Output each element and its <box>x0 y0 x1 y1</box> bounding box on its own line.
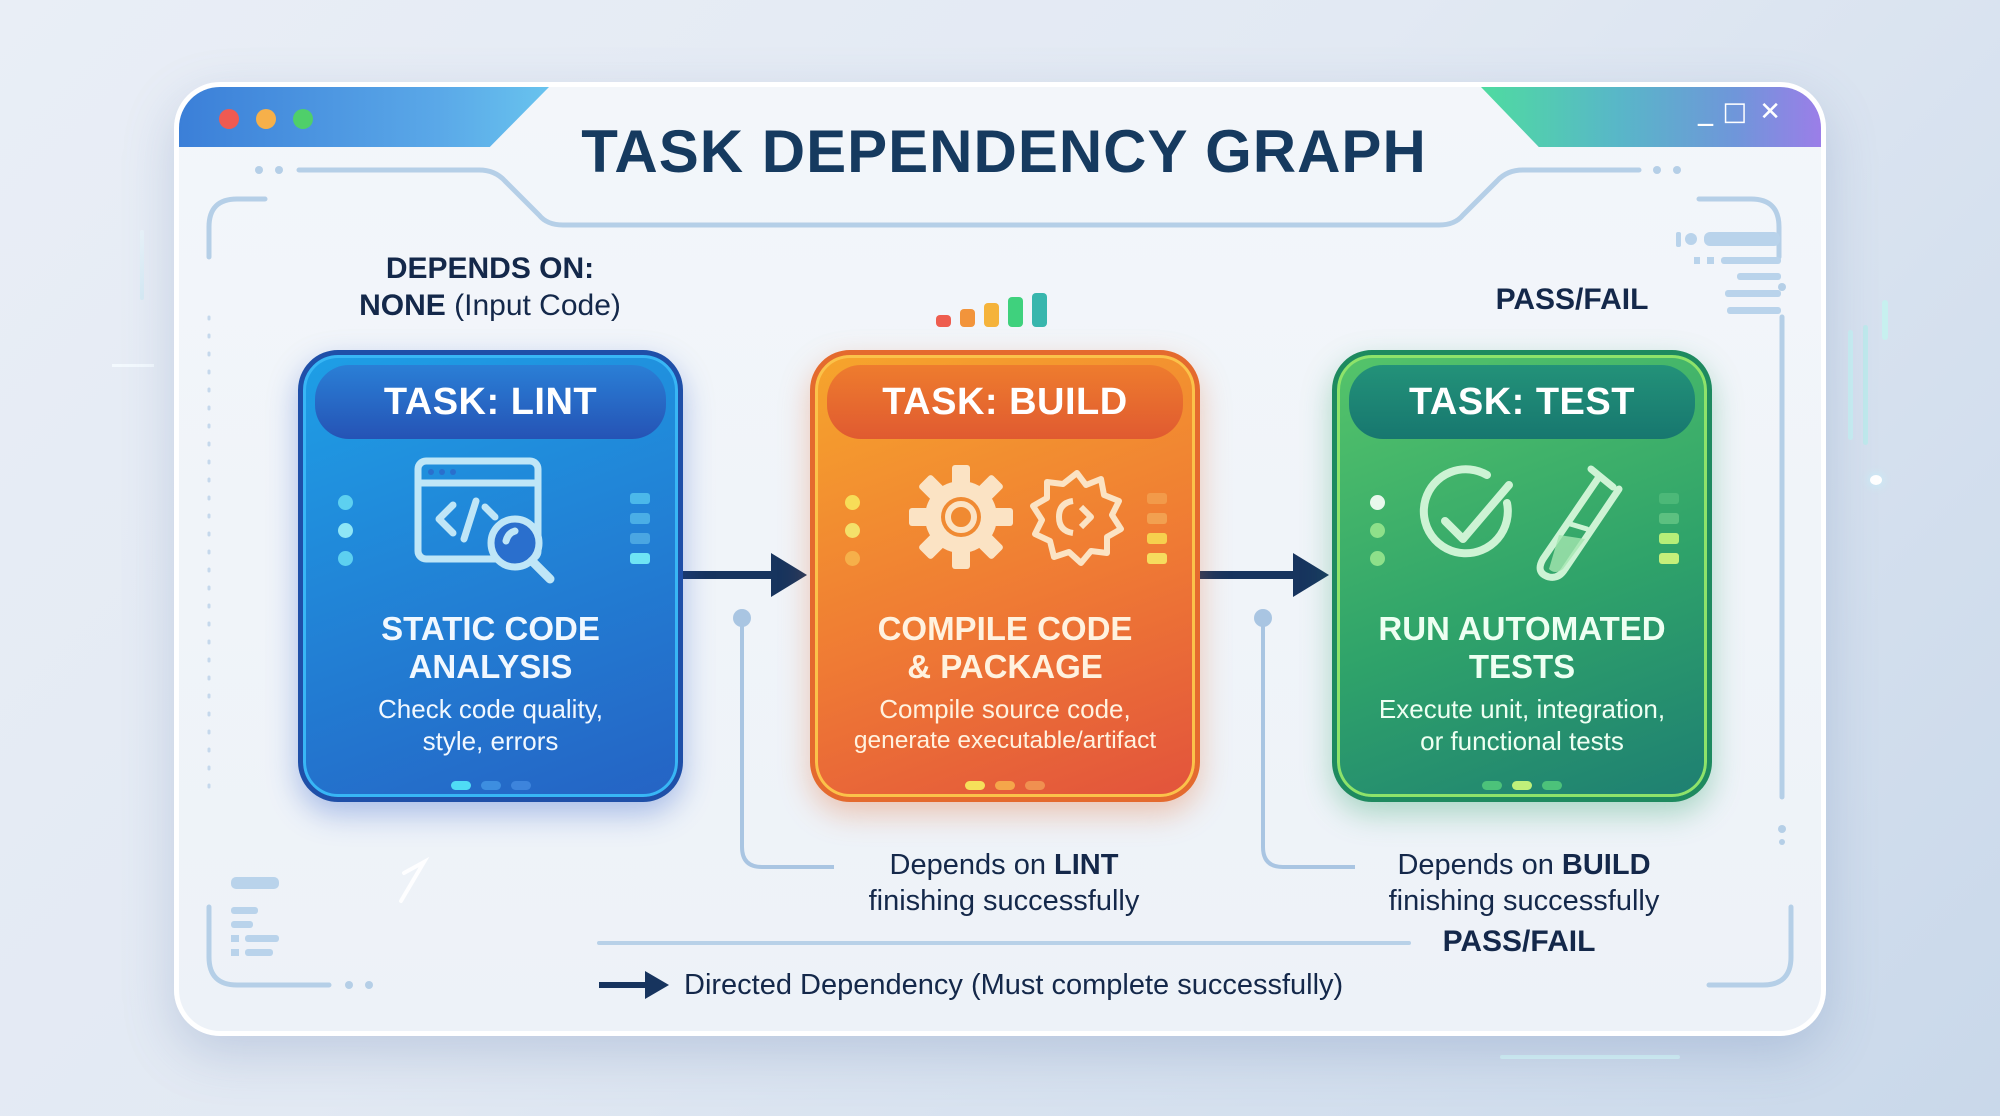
title-plate: TASK DEPENDENCY GRAPH <box>524 87 1484 211</box>
arrow-head-1 <box>771 553 807 597</box>
dependency-connectors <box>599 553 1355 999</box>
bg-decoration-right-glow <box>1870 475 1882 485</box>
arrow-build-to-test <box>1200 553 1329 597</box>
task-card-test[interactable]: TASK: TEST RUN AUTOMATED <box>1332 350 1712 802</box>
side-bars <box>1659 493 1679 573</box>
card-pager <box>1337 775 1707 794</box>
side-dots <box>845 495 860 579</box>
legend-label: Directed Dependency (Must complete succe… <box>684 969 1344 1001</box>
status-bar-3 <box>984 303 999 327</box>
bg-decoration-right-streak-3 <box>1848 330 1853 440</box>
bg-decoration-bottom-line <box>1500 1055 1680 1059</box>
pass-fail-bottom-label: PASS/FAIL <box>1442 925 1596 958</box>
status-bar-1 <box>936 315 951 327</box>
task-card-description: Execute unit, integration, or functional… <box>1378 694 1666 756</box>
connector-test <box>1261 618 1355 869</box>
test-tube-icon <box>1536 465 1623 581</box>
status-bar-4 <box>1008 297 1023 327</box>
legend-arrow-icon <box>599 971 669 999</box>
task-card-description: Compile source code, generate executable… <box>853 694 1157 754</box>
task-card-description: Check code quality, style, errors <box>378 694 603 756</box>
bg-decoration-right-streak-2 <box>1863 325 1868 445</box>
status-bar-2 <box>960 309 975 327</box>
status-bars <box>936 287 1076 327</box>
dependency-task-lint: LINT <box>1054 849 1119 881</box>
side-dots <box>1370 495 1385 579</box>
task-card-heading: COMPILE CODE & PACKAGE <box>877 610 1133 685</box>
list-decoration-left <box>231 877 279 956</box>
titlebar-left-accent <box>179 87 549 147</box>
pass-fail-top-label: PASS/FAIL <box>1495 283 1649 316</box>
depends-on-value: NONE (Input Code) <box>255 289 725 323</box>
app-window: _ □ ✕ <box>174 82 1826 1036</box>
zoom-traffic-light[interactable] <box>293 109 313 129</box>
arrow-lint-to-build <box>683 553 807 597</box>
bg-decoration-right-streak <box>1882 300 1888 340</box>
depends-on-heading: DEPENDS ON: <box>385 252 595 285</box>
close-traffic-light[interactable] <box>219 109 239 129</box>
dependency-caption-build: Depends on LINT finishing successfully <box>868 849 1140 917</box>
task-card-header: TASK: TEST <box>1349 365 1695 439</box>
card-pager <box>815 775 1195 794</box>
arrow-head-2 <box>1293 553 1329 597</box>
list-decoration-right <box>1676 232 1781 314</box>
connector-node-build <box>733 609 751 627</box>
code-window-magnifier-icon <box>303 455 678 585</box>
task-card-heading: RUN AUTOMATED TESTS <box>1378 610 1666 685</box>
status-bar-5 <box>1032 293 1047 327</box>
depends-on-none: NONE <box>359 289 446 322</box>
bg-decoration-left <box>140 230 144 300</box>
titlebar-right-accent <box>1481 87 1821 147</box>
minimize-traffic-light[interactable] <box>256 109 276 129</box>
task-card-heading: STATIC CODE ANALYSIS <box>381 610 600 685</box>
window-decorations <box>206 166 1794 989</box>
code-gear-icon <box>1030 470 1124 566</box>
close-button[interactable]: ✕ <box>1759 97 1781 127</box>
task-card-build[interactable]: TASK: BUILD <box>810 350 1200 802</box>
page-title: TASK DEPENDENCY GRAPH <box>581 118 1427 185</box>
side-bars <box>1147 493 1167 573</box>
dependency-caption-test: Depends on BUILD finishing successfully <box>1388 849 1660 917</box>
task-card-header: TASK: LINT <box>315 365 666 439</box>
check-circle-icon <box>1419 465 1513 558</box>
maximize-button[interactable]: □ <box>1722 97 1747 127</box>
side-bars <box>630 493 650 573</box>
side-dots <box>338 495 353 579</box>
gears-icon <box>815 455 1195 585</box>
bg-decoration-left-dash <box>112 364 154 367</box>
gear-icon <box>909 465 1013 569</box>
task-card-header: TASK: BUILD <box>827 365 1183 439</box>
card-pager <box>303 775 678 794</box>
depends-on-input-code: (Input Code) <box>445 289 621 322</box>
connector-build <box>740 618 834 869</box>
connector-node-test <box>1254 609 1272 627</box>
task-card-lint[interactable]: TASK: LINT STATI <box>298 350 683 802</box>
minimize-button[interactable]: _ <box>1698 92 1713 127</box>
dependency-task-build: BUILD <box>1561 849 1651 881</box>
check-testtube-icon <box>1337 455 1707 585</box>
